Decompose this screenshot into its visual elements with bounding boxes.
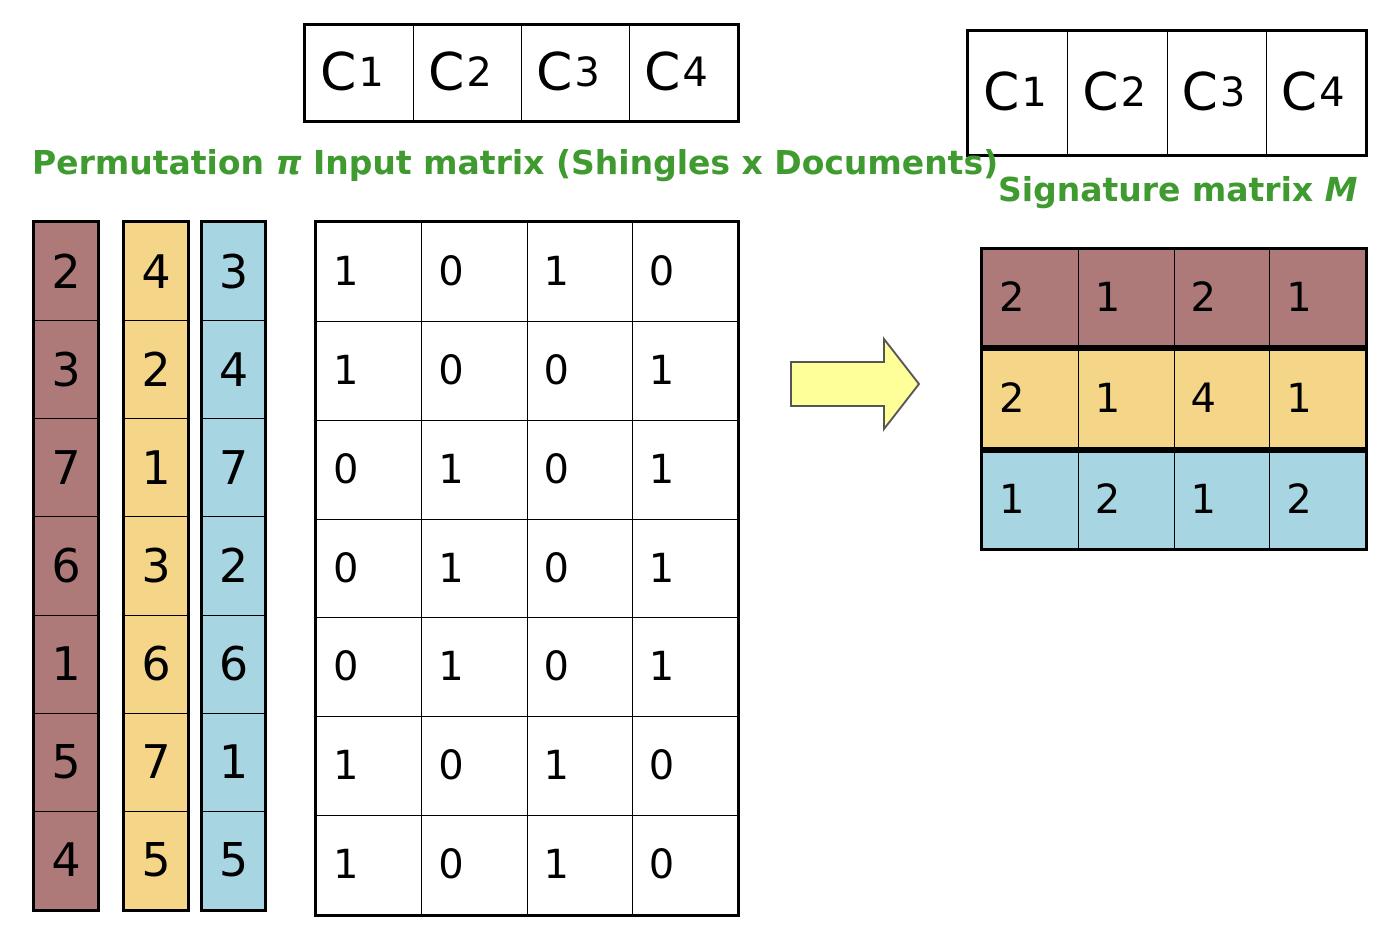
permutation-cell: 7 [35, 418, 97, 516]
input-matrix-cell: 0 [421, 223, 526, 321]
permutation-caption: Permutation π [32, 143, 302, 182]
input-matrix-cell: 0 [631, 816, 737, 915]
permutation-cell: 4 [203, 320, 264, 418]
signature-matrix-cell: 2 [999, 274, 1025, 321]
input-matrix-cell: 1 [421, 420, 526, 519]
permutation-cell: 2 [125, 320, 187, 418]
permutation-cell: 5 [203, 810, 264, 909]
input-matrix-cell: 1 [631, 618, 737, 717]
input-matrix-cell: 1 [526, 223, 632, 321]
signature-matrix-cell: 1 [1269, 250, 1365, 346]
input-matrix-cell: 1 [631, 420, 737, 519]
input-matrix-cell: 0 [526, 618, 632, 717]
input-matrix-cell: 1 [631, 519, 737, 618]
input-matrix-cell: 0 [526, 519, 632, 618]
input-matrix-cell: 0 [421, 717, 526, 816]
permutation-cell: 3 [218, 244, 249, 299]
input-matrix-cell: 1 [421, 519, 526, 618]
permutation-cell: 6 [35, 516, 97, 614]
signature-matrix-cell: 1 [999, 477, 1025, 524]
input-matrix-cell: 1 [333, 248, 359, 295]
permutation-cell: 1 [35, 614, 97, 713]
input-matrix-cell: 1 [421, 618, 526, 717]
permutation-cell: 2 [203, 516, 264, 614]
signature-matrix-cell: 1 [1173, 452, 1270, 548]
right-arrow-icon [790, 336, 921, 432]
permutation-cell: 7 [203, 418, 264, 516]
permutation-cell: 6 [203, 614, 264, 713]
input-matrix-cell: 0 [421, 321, 526, 420]
permutation-cell: 1 [125, 418, 187, 516]
input-matrix-cell: 0 [333, 644, 359, 691]
permutation-cell: 5 [125, 810, 187, 909]
signature-matrix-cell: 1 [1269, 351, 1365, 447]
signature-matrix-cell: 2 [1077, 452, 1174, 548]
input-matrix-cell: 0 [631, 717, 737, 816]
input-matrix-cell: 0 [526, 420, 632, 519]
permutation-cell: 3 [35, 320, 97, 418]
permutation-cell: 4 [141, 244, 171, 299]
input-matrix-cell: 1 [333, 347, 359, 394]
permutation-cell: 2 [51, 244, 81, 299]
input-matrix-cell: 0 [333, 446, 359, 493]
permutation-cell: 4 [35, 810, 97, 909]
signature-matrix-cell: 4 [1173, 351, 1270, 447]
signature-matrix-cell: 2 [1269, 452, 1365, 548]
permutation-cell: 6 [125, 614, 187, 713]
permutation-cell: 1 [203, 712, 264, 811]
permutation-cell: 3 [125, 516, 187, 614]
input-matrix-cell: 1 [333, 842, 359, 889]
signature-matrix-cell: 2 [999, 375, 1025, 422]
permutation-cell: 7 [125, 712, 187, 811]
permutation-cell: 5 [35, 712, 97, 811]
input-matrix-cell: 1 [631, 321, 737, 420]
input-matrix-cell: 0 [333, 545, 359, 592]
signature-matrix-cell: 2 [1173, 250, 1270, 346]
input-matrix-caption: Input matrix (Shingles x Documents) [313, 143, 999, 182]
input-matrix-cell: 1 [526, 816, 632, 915]
signature-matrix-caption: Signature matrix M [998, 170, 1358, 209]
input-matrix-cell: 0 [631, 223, 737, 321]
input-matrix-cell: 1 [526, 717, 632, 816]
input-matrix-cell: 0 [421, 816, 526, 915]
signature-matrix-cell: 1 [1077, 351, 1174, 447]
signature-matrix-cell: 1 [1077, 250, 1174, 346]
input-matrix-cell: 0 [526, 321, 632, 420]
input-matrix-cell: 1 [333, 743, 359, 790]
